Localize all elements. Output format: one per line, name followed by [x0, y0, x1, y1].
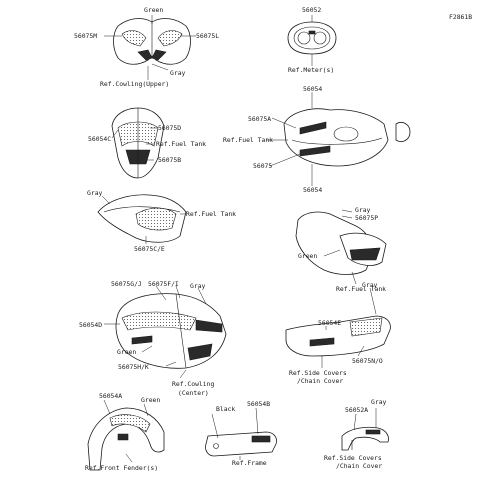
tank-right-side-part [295, 211, 387, 275]
ref-frame: Ref.Frame [232, 459, 267, 467]
ref-cowling-center-line1: Ref.Cowling [172, 380, 215, 388]
callout-56075d: 56075D [158, 124, 182, 132]
callout-56075l: 56075L [196, 32, 220, 40]
ref-fuel-tank-side: Ref.Fuel Tank [186, 210, 237, 218]
ref-cowling-upper: Ref.Cowling(Upper) [100, 80, 170, 88]
callout-56075hk: 56075H/K [118, 363, 149, 371]
ref-side-covers-line2: /Chain Cover [297, 377, 344, 385]
front-fender-part [87, 407, 165, 471]
callout-56054d: 56054D [79, 321, 103, 329]
callout-56054e: 56054E [318, 319, 342, 327]
callout-56054-top: 56054 [303, 85, 323, 93]
callout-56075ce: 56075C/E [134, 245, 165, 253]
leader-lines [101, 15, 377, 463]
callout-frame-black: Black [216, 405, 236, 413]
callout-tank-right-gray: Gray [355, 206, 371, 214]
callout-upper-green: Green [144, 6, 164, 14]
chain-cover-part [341, 426, 389, 451]
callout-56075p: 56075P [355, 214, 379, 222]
ref-fuel-tank-right: Ref.Fuel Tank [223, 136, 274, 144]
callout-56075no: 56075N/O [352, 357, 383, 365]
ref-fuel-tank-top: Ref.Fuel Tank [156, 140, 207, 148]
figure-number: F2861B [449, 13, 473, 21]
callout-56052: 56052 [302, 6, 322, 14]
callout-chain-cover-gray: Gray [371, 398, 387, 406]
callout-upper-gray: Gray [170, 69, 186, 77]
callout-56075m: 56075M [74, 32, 98, 40]
ref-front-fender: Ref.Front Fender(s) [85, 464, 159, 472]
callout-center-green: Green [117, 348, 137, 356]
frame-part [205, 431, 277, 457]
callout-56075gj: 56075G/J [111, 280, 142, 288]
callout-56054-bottom: 56054 [303, 186, 323, 194]
ref-fuel-tank-right-side: Ref.Fuel Tank [336, 285, 387, 293]
upper-cowling-part [113, 18, 191, 65]
ref-cowling-center-line2: (Center) [178, 389, 209, 397]
meter-part [287, 21, 337, 55]
side-cover-part [285, 315, 391, 357]
fuel-tank-part [283, 108, 411, 167]
ref-chain-cover-line1: Ref.Side Covers [324, 454, 382, 462]
ref-meter: Ref.Meter(s) [288, 66, 335, 74]
callout-56054a: 56054A [99, 392, 123, 400]
callout-56052a: 56052A [345, 406, 369, 414]
callout-56075b: 56075B [158, 156, 182, 164]
tank-top-part [111, 107, 165, 179]
callout-56054c: 56054C [88, 135, 112, 143]
callout-tank-right-green: Green [298, 252, 318, 260]
callout-side-cover-gray: Gray [362, 281, 378, 289]
callout-tank-side-gray: Gray [87, 189, 103, 197]
callout-56075: 56075 [253, 162, 273, 170]
callout-center-gray: Gray [190, 282, 206, 290]
callout-fender-green: Green [141, 396, 161, 404]
callout-56075fi: 56075F/I [148, 280, 179, 288]
callout-56075a: 56075A [248, 115, 272, 123]
tank-side-part [97, 194, 187, 243]
ref-chain-cover-line2: /Chain Cover [336, 462, 383, 470]
center-cowling-part [115, 293, 227, 369]
callout-56054b: 56054B [247, 400, 271, 408]
ref-side-covers-line1: Ref.Side Covers [289, 369, 347, 377]
